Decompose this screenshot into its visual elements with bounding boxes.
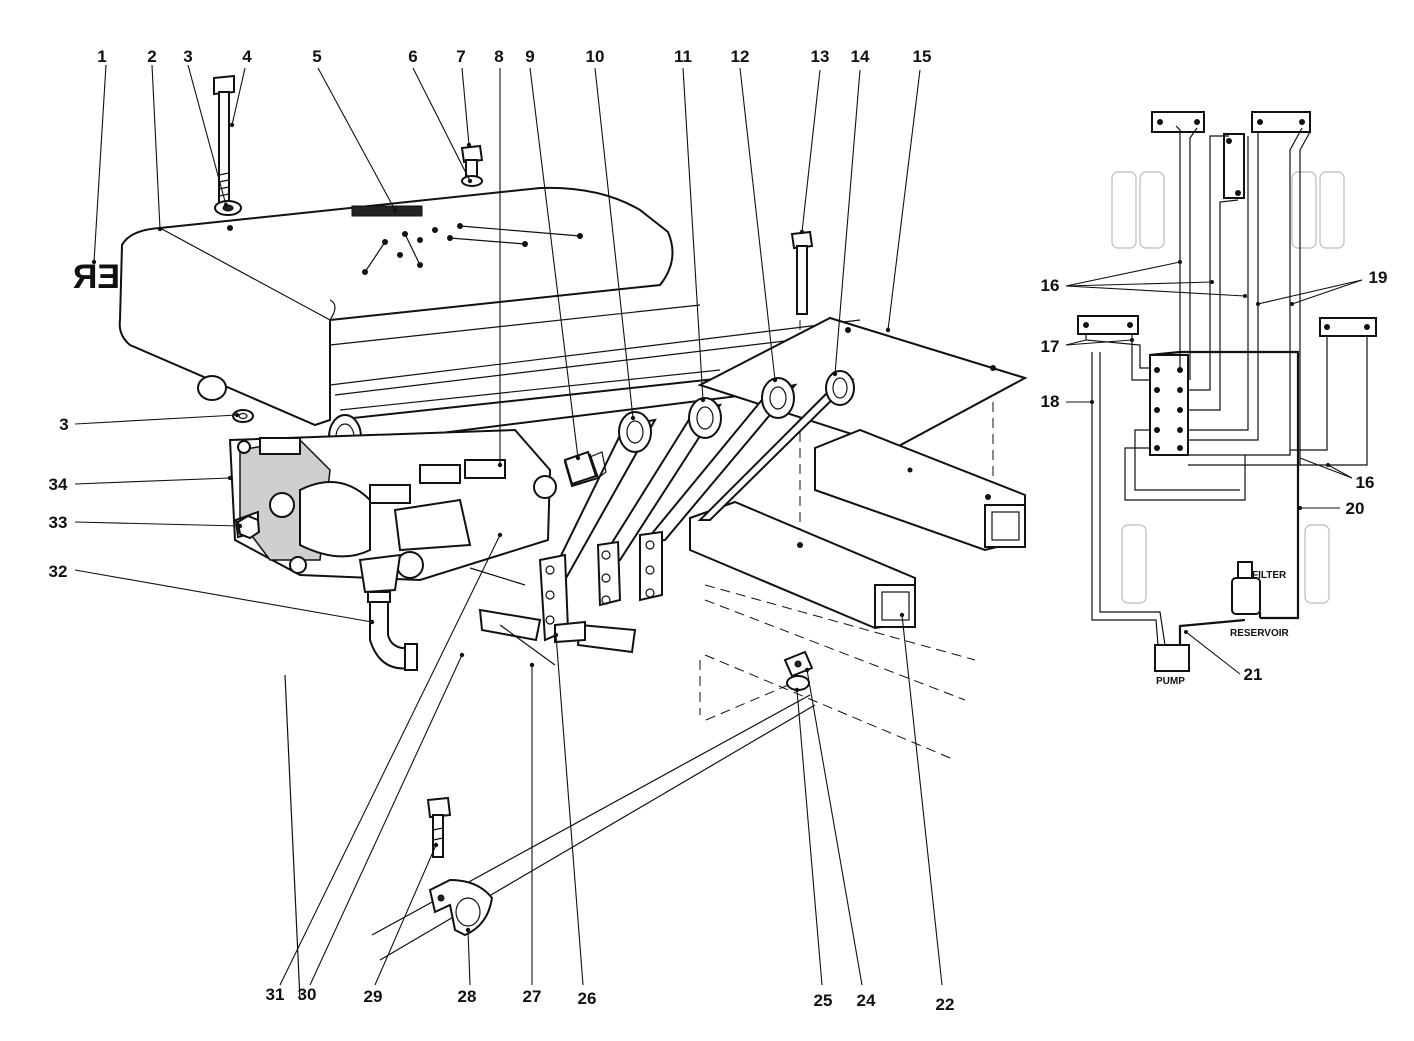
clamp-bolt [426,796,452,858]
callout-6: 6 [408,47,417,66]
callout-20: 20 [1346,499,1365,518]
schematic-reservoir: RESERVOIR [1230,577,1289,639]
schematic-leaders [1065,260,1363,675]
callout-10: 10 [586,47,605,66]
callout-32: 32 [49,562,68,581]
callout-27: 27 [523,987,542,1006]
filter-label: FILTER [1252,570,1287,581]
callout-24: 24 [857,991,876,1010]
callout-1: 1 [97,47,106,66]
small-bolt [460,144,484,187]
callout-25: 25 [814,991,833,1010]
schematic-pump: PUMP [1154,644,1190,687]
washer-lower [232,409,254,423]
cylinder-top-right [1251,111,1311,133]
hydraulic-schematic: FILTER RESERVOIR PUMP [1065,111,1377,687]
callout-17: 17 [1041,337,1060,356]
hydraulic-fitting [563,450,598,486]
control-levers [469,370,855,666]
schematic-wheel-outlines [1111,171,1345,604]
callout-19: 19 [1369,268,1388,287]
callout-5: 5 [312,47,321,66]
cylinder-left [1077,315,1139,335]
cylinder-vertical [1223,133,1245,199]
callout-18: 18 [1041,392,1060,411]
callout-14: 14 [851,47,870,66]
frame-bolt [790,230,814,315]
callout-leaders [74,64,943,986]
callout-30: 30 [298,985,317,1004]
cover-lettering: ER [73,258,120,296]
pipe-clamp [428,878,494,937]
callout-13: 13 [811,47,830,66]
callout-22: 22 [936,995,955,1014]
long-bolt [213,74,242,216]
callout-3-top: 3 [183,47,192,66]
cylinder-right [1319,317,1377,337]
callout-11: 11 [674,47,692,66]
cover-brand-text: ER [73,258,120,296]
callout-12: 12 [731,47,750,66]
callout-33: 33 [49,513,68,532]
schematic-hoses [1085,125,1368,646]
callout-26: 26 [578,989,597,1008]
elbow-fitting [367,591,418,671]
cylinder-top-left [1151,111,1205,133]
callout-29: 29 [364,987,383,1006]
mounting-plate [697,316,1028,450]
callout-8: 8 [494,47,503,66]
callout-16-right: 16 [1356,473,1375,492]
callout-21: 21 [1244,665,1263,684]
callout-4: 4 [242,47,252,66]
callout-9: 9 [525,47,534,66]
nut-33 [236,514,261,540]
control-valve [228,428,607,594]
callout-3-lower: 3 [59,415,68,434]
hood-cover: ER [73,186,861,427]
reservoir-label: RESERVOIR [1230,628,1289,639]
callout-15: 15 [913,47,932,66]
square-tube-lower [689,500,916,630]
square-tube-upper [814,428,1026,552]
callout-34: 34 [49,475,68,494]
callout-16-left: 16 [1041,276,1060,295]
callout-2: 2 [147,47,156,66]
callout-28: 28 [458,987,477,1006]
callout-7: 7 [456,47,465,66]
pump-label: PUMP [1156,676,1185,687]
schematic-valve-bank [1149,354,1189,456]
callout-numbers: 1 2 3 4 5 6 7 8 9 10 11 12 13 14 15 16 1… [49,47,1388,1014]
callout-31: 31 [266,985,285,1004]
cover-decal [227,205,583,275]
